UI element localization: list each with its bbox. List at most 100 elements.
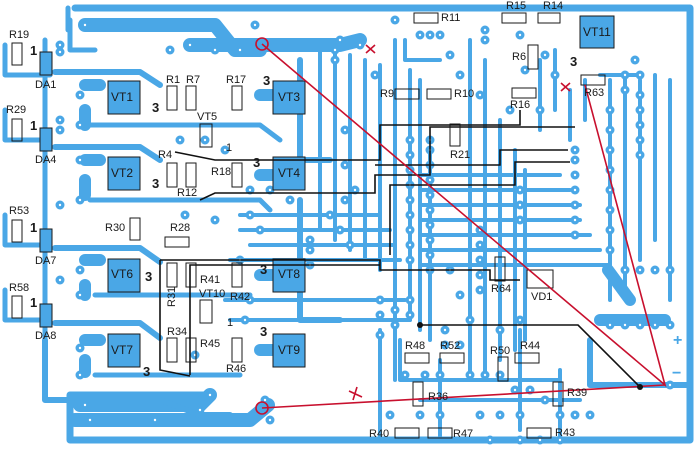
pad-hole xyxy=(653,268,657,272)
pad-hole xyxy=(438,373,442,377)
negative-terminal-label: − xyxy=(672,365,682,382)
label-r36: R36 xyxy=(428,391,449,403)
pad-hole xyxy=(483,38,487,42)
pad-hole xyxy=(468,373,472,377)
label-r15: R15 xyxy=(506,0,527,12)
pad-hole xyxy=(308,248,312,252)
pad-hole xyxy=(638,73,642,77)
pin-vt3: 3 xyxy=(263,73,271,88)
label-r12: R12 xyxy=(177,187,198,199)
label-vt10: VT10 xyxy=(199,288,226,300)
pad-hole xyxy=(253,23,257,27)
pad-hole xyxy=(523,68,527,72)
label-r46: R46 xyxy=(226,363,247,375)
pad-hole xyxy=(513,388,517,392)
label-r42: R42 xyxy=(230,291,251,303)
label-r18: R18 xyxy=(211,166,232,178)
label-vt6: VT6 xyxy=(111,267,134,281)
label-r6: R6 xyxy=(512,51,527,63)
pad-hole xyxy=(58,43,62,47)
pad-hole xyxy=(638,153,642,157)
label-r4: R4 xyxy=(158,149,173,161)
pad-hole xyxy=(353,188,357,192)
annotation-lines xyxy=(255,37,667,415)
pad-hole xyxy=(478,273,482,277)
pad-hole xyxy=(623,268,627,272)
label-r1: R1 xyxy=(166,74,181,86)
pad-hole xyxy=(458,343,462,347)
pin-vt2: 3 xyxy=(152,176,160,191)
pad-hole xyxy=(408,313,412,317)
pad-hole xyxy=(393,323,397,327)
label-r19: R19 xyxy=(9,29,30,41)
pad-hole xyxy=(373,73,377,77)
pad-hole xyxy=(573,158,577,162)
pad-hole xyxy=(78,346,82,350)
pad-hole xyxy=(343,128,347,132)
pad-hole xyxy=(238,48,242,52)
label-r21: R21 xyxy=(450,149,471,161)
pad-hole xyxy=(198,408,202,412)
pad-hole xyxy=(448,53,452,57)
pad-hole xyxy=(498,373,502,377)
pad-hole xyxy=(573,203,577,207)
pad-hole xyxy=(543,398,547,402)
pad-hole xyxy=(403,373,407,377)
pad-hole xyxy=(408,243,412,247)
pad-hole xyxy=(553,73,557,77)
pad-hole xyxy=(428,253,432,257)
label-r63: R63 xyxy=(584,87,605,99)
pad-hole xyxy=(458,73,462,77)
pad-hole xyxy=(483,28,487,32)
pin-vt1: 3 xyxy=(152,100,160,115)
pad-hole xyxy=(633,58,637,62)
pin1-da1: 1 xyxy=(30,43,38,58)
pad-hole xyxy=(268,188,272,192)
pad-hole xyxy=(408,138,412,142)
pad-hole xyxy=(518,33,522,37)
pad-hole xyxy=(588,413,592,417)
label-r14: R14 xyxy=(543,0,564,12)
pad-hole xyxy=(443,328,447,332)
pad-hole xyxy=(188,43,192,47)
pad-hole xyxy=(573,233,577,237)
pad-hole xyxy=(78,268,82,272)
junction-dot xyxy=(417,322,423,328)
pad-hole xyxy=(573,188,577,192)
pad-hole xyxy=(378,333,382,337)
pad-hole xyxy=(418,33,422,37)
pad-hole xyxy=(478,258,482,262)
pad-hole xyxy=(528,388,532,392)
pin-vt9: 3 xyxy=(260,324,268,339)
pad-hole xyxy=(538,438,542,442)
pad-hole xyxy=(638,268,642,272)
label-r50: R50 xyxy=(490,345,511,357)
pad-hole xyxy=(338,228,342,232)
pin1-da7: 1 xyxy=(30,220,38,235)
copper-traces xyxy=(2,4,694,444)
label-da8: DA8 xyxy=(35,330,57,342)
pad-hole xyxy=(518,438,522,442)
jumper-wires xyxy=(159,110,641,388)
pad-hole xyxy=(58,278,62,282)
pad-hole xyxy=(58,118,62,122)
pad-hole xyxy=(243,318,247,322)
pad-hole xyxy=(263,398,267,402)
label-vt8: VT8 xyxy=(278,267,301,281)
pin-vt11: 3 xyxy=(570,54,578,69)
pad-hole xyxy=(478,288,482,292)
pad-hole xyxy=(608,323,612,327)
pad-hole xyxy=(573,148,577,152)
pad-hole xyxy=(408,213,412,217)
pad-hole xyxy=(638,108,642,112)
label-r7: R7 xyxy=(186,74,201,86)
pin-vt6: 3 xyxy=(145,269,153,284)
label-vt2: VT2 xyxy=(111,166,134,180)
pad-hole xyxy=(518,203,522,207)
pad-hole xyxy=(388,413,392,417)
pad-hole xyxy=(623,73,627,77)
pad-hole xyxy=(558,438,562,442)
pad-hole xyxy=(428,178,432,182)
label-da4: DA4 xyxy=(35,154,57,166)
pad-hole xyxy=(88,418,92,422)
